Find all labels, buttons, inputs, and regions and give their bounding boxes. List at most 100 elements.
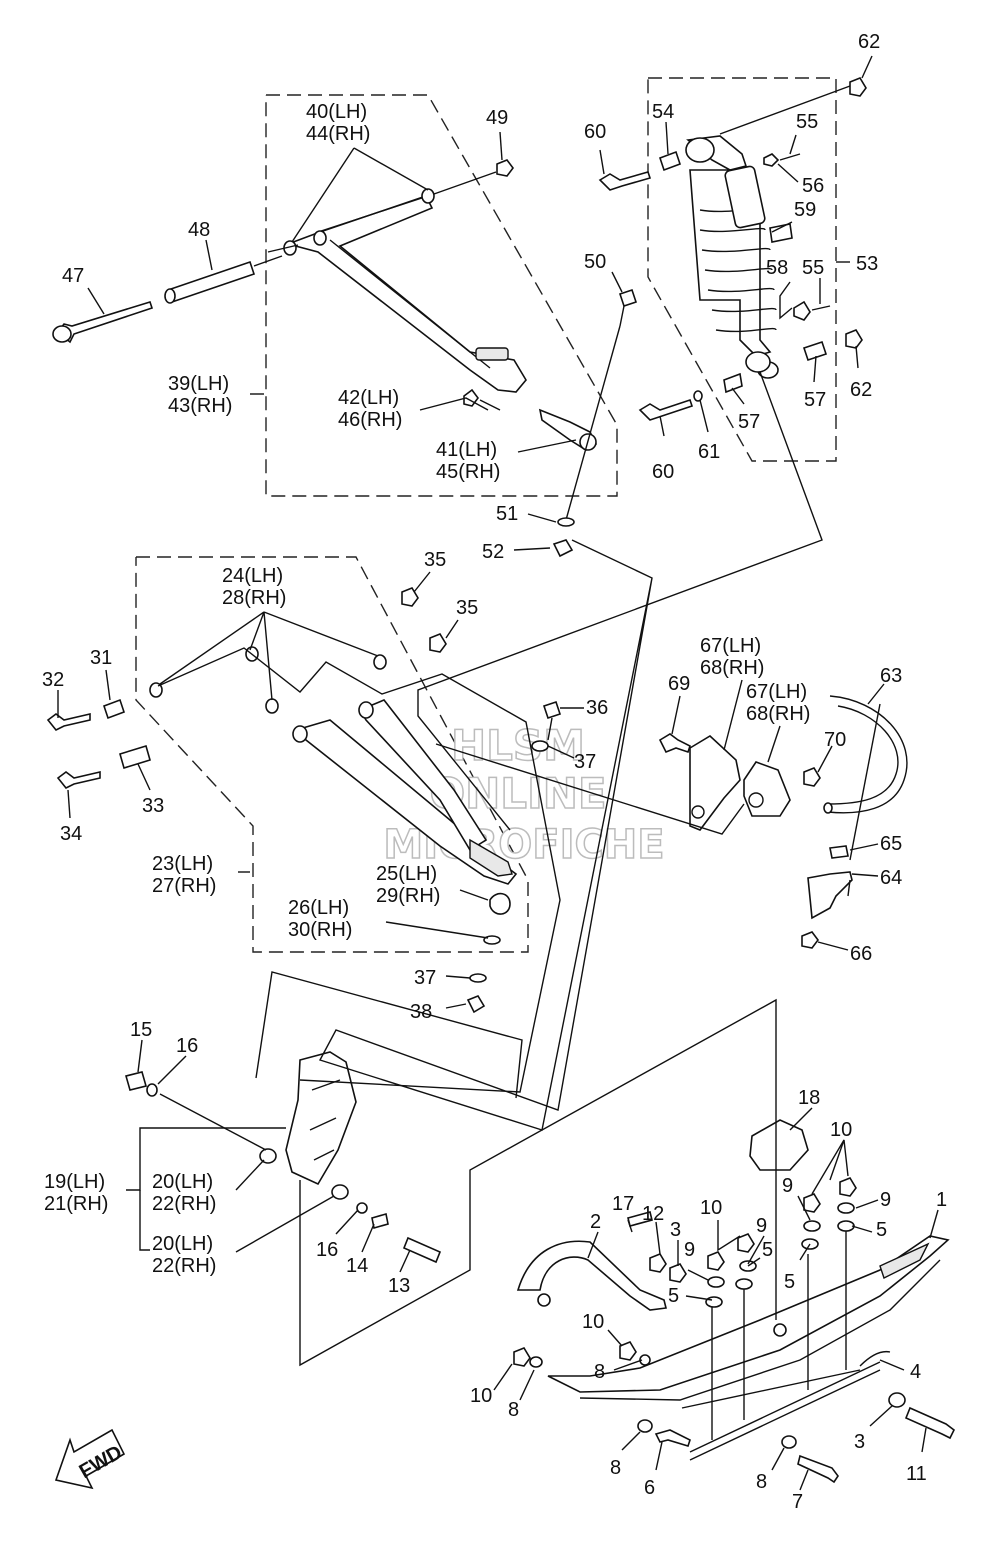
label-29-rh: 29(RH): [376, 885, 440, 907]
leader-lines: [57, 55, 939, 1491]
label-52: 52: [482, 541, 504, 563]
label-33: 33: [142, 795, 164, 817]
spindle: [125, 1051, 442, 1264]
label-8c: 8: [610, 1457, 621, 1479]
label-10: 10: [830, 1119, 852, 1141]
steering-bolt: [552, 288, 638, 558]
connector-lines: [157, 371, 881, 1367]
label-56: 56: [802, 175, 824, 197]
label-16: 16: [176, 1035, 198, 1057]
label-20b-lh: 20(LH): [152, 1233, 213, 1255]
label-64: 64: [880, 867, 902, 889]
label-22a-rh: 22(RH): [152, 1193, 216, 1215]
label-65: 65: [880, 833, 902, 855]
label-37: 37: [574, 751, 596, 773]
label-55b: 55: [802, 257, 824, 279]
label-12: 12: [642, 1203, 664, 1225]
label-11: 11: [906, 1463, 927, 1485]
lower-a-arm: [46, 587, 562, 1014]
label-3b: 3: [854, 1431, 865, 1453]
label-54: 54: [652, 101, 674, 123]
label-43-rh: 43(RH): [168, 395, 232, 417]
watermark-line-1: HLSM: [451, 721, 585, 770]
label-57b: 57: [804, 389, 826, 411]
label-59: 59: [794, 199, 816, 221]
label-55: 55: [796, 111, 818, 133]
label-46-rh: 46(RH): [338, 409, 402, 431]
label-42-lh: 42(LH): [338, 387, 399, 409]
label-36: 36: [586, 697, 608, 719]
pivot-bolt-and-collar: [52, 255, 283, 344]
label-53: 53: [856, 253, 878, 275]
label-35: 35: [424, 549, 446, 571]
label-5d: 5: [668, 1285, 679, 1307]
label-34: 34: [60, 823, 82, 845]
label-67-lh: 67(LH): [700, 635, 761, 657]
label-9b: 9: [880, 1189, 891, 1211]
label-20a-lh: 20(LH): [152, 1171, 213, 1193]
label-31: 31: [90, 647, 112, 669]
steering-bracket: [658, 695, 908, 949]
label-69: 69: [668, 673, 690, 695]
label-47: 47: [62, 265, 84, 287]
label-21-rh: 21(RH): [44, 1193, 108, 1215]
label-9d: 9: [684, 1239, 695, 1261]
label-68-rh: 68(RH): [700, 657, 764, 679]
label-61: 61: [698, 441, 720, 463]
label-5c: 5: [784, 1271, 795, 1293]
label-49: 49: [486, 107, 508, 129]
label-14: 14: [346, 1255, 368, 1277]
label-9c: 9: [756, 1215, 767, 1237]
label-10d: 10: [470, 1385, 492, 1407]
label-62b: 62: [850, 379, 872, 401]
label-38: 38: [410, 1001, 432, 1023]
label-70: 70: [824, 729, 846, 751]
label-32: 32: [42, 669, 64, 691]
label-50: 50: [584, 251, 606, 273]
label-37b: 37: [414, 967, 436, 989]
label-24-lh: 24(LH): [222, 565, 283, 587]
label-1: 1: [936, 1189, 947, 1211]
label-8b: 8: [508, 1399, 519, 1421]
shock-absorber: [598, 77, 867, 421]
reference-labels: 62 40(LH) 44(RH) 49 54 60 55 56 59 48 47…: [42, 31, 947, 1513]
label-8d: 8: [756, 1471, 767, 1493]
label-28-rh: 28(RH): [222, 587, 286, 609]
label-15: 15: [130, 1019, 152, 1041]
label-22b-rh: 22(RH): [152, 1255, 216, 1277]
label-9: 9: [782, 1175, 793, 1197]
label-10b: 10: [700, 1197, 722, 1219]
watermark-line-2: ONLINE: [429, 769, 606, 818]
label-25-lh: 25(LH): [376, 863, 437, 885]
label-62: 62: [858, 31, 880, 53]
label-16b: 16: [316, 1239, 338, 1261]
label-23-lh: 23(LH): [152, 853, 213, 875]
label-60: 60: [584, 121, 606, 143]
label-19-lh: 19(LH): [44, 1171, 105, 1193]
label-17: 17: [612, 1193, 634, 1215]
label-27-rh: 27(RH): [152, 875, 216, 897]
label-58: 58: [766, 257, 788, 279]
fwd-arrow: FWD: [54, 1428, 126, 1490]
label-66: 66: [850, 943, 872, 965]
label-7: 7: [792, 1491, 803, 1513]
dashed-group-boxes: [135, 77, 837, 953]
label-5b: 5: [876, 1219, 887, 1241]
label-44-rh: 44(RH): [306, 123, 370, 145]
label-51: 51: [496, 503, 518, 525]
label-4: 4: [910, 1361, 921, 1383]
label-67b-lh: 67(LH): [746, 681, 807, 703]
label-60b: 60: [652, 461, 674, 483]
label-3: 3: [670, 1219, 681, 1241]
label-26-lh: 26(LH): [288, 897, 349, 919]
label-40-lh: 40(LH): [306, 101, 367, 123]
label-2: 2: [590, 1211, 601, 1233]
label-5: 5: [762, 1239, 773, 1261]
label-63: 63: [880, 665, 902, 687]
label-6: 6: [644, 1477, 655, 1499]
label-48: 48: [188, 219, 210, 241]
label-68b-rh: 68(RH): [746, 703, 810, 725]
upper-a-arm: [267, 159, 527, 393]
label-30-rh: 30(RH): [288, 919, 352, 941]
